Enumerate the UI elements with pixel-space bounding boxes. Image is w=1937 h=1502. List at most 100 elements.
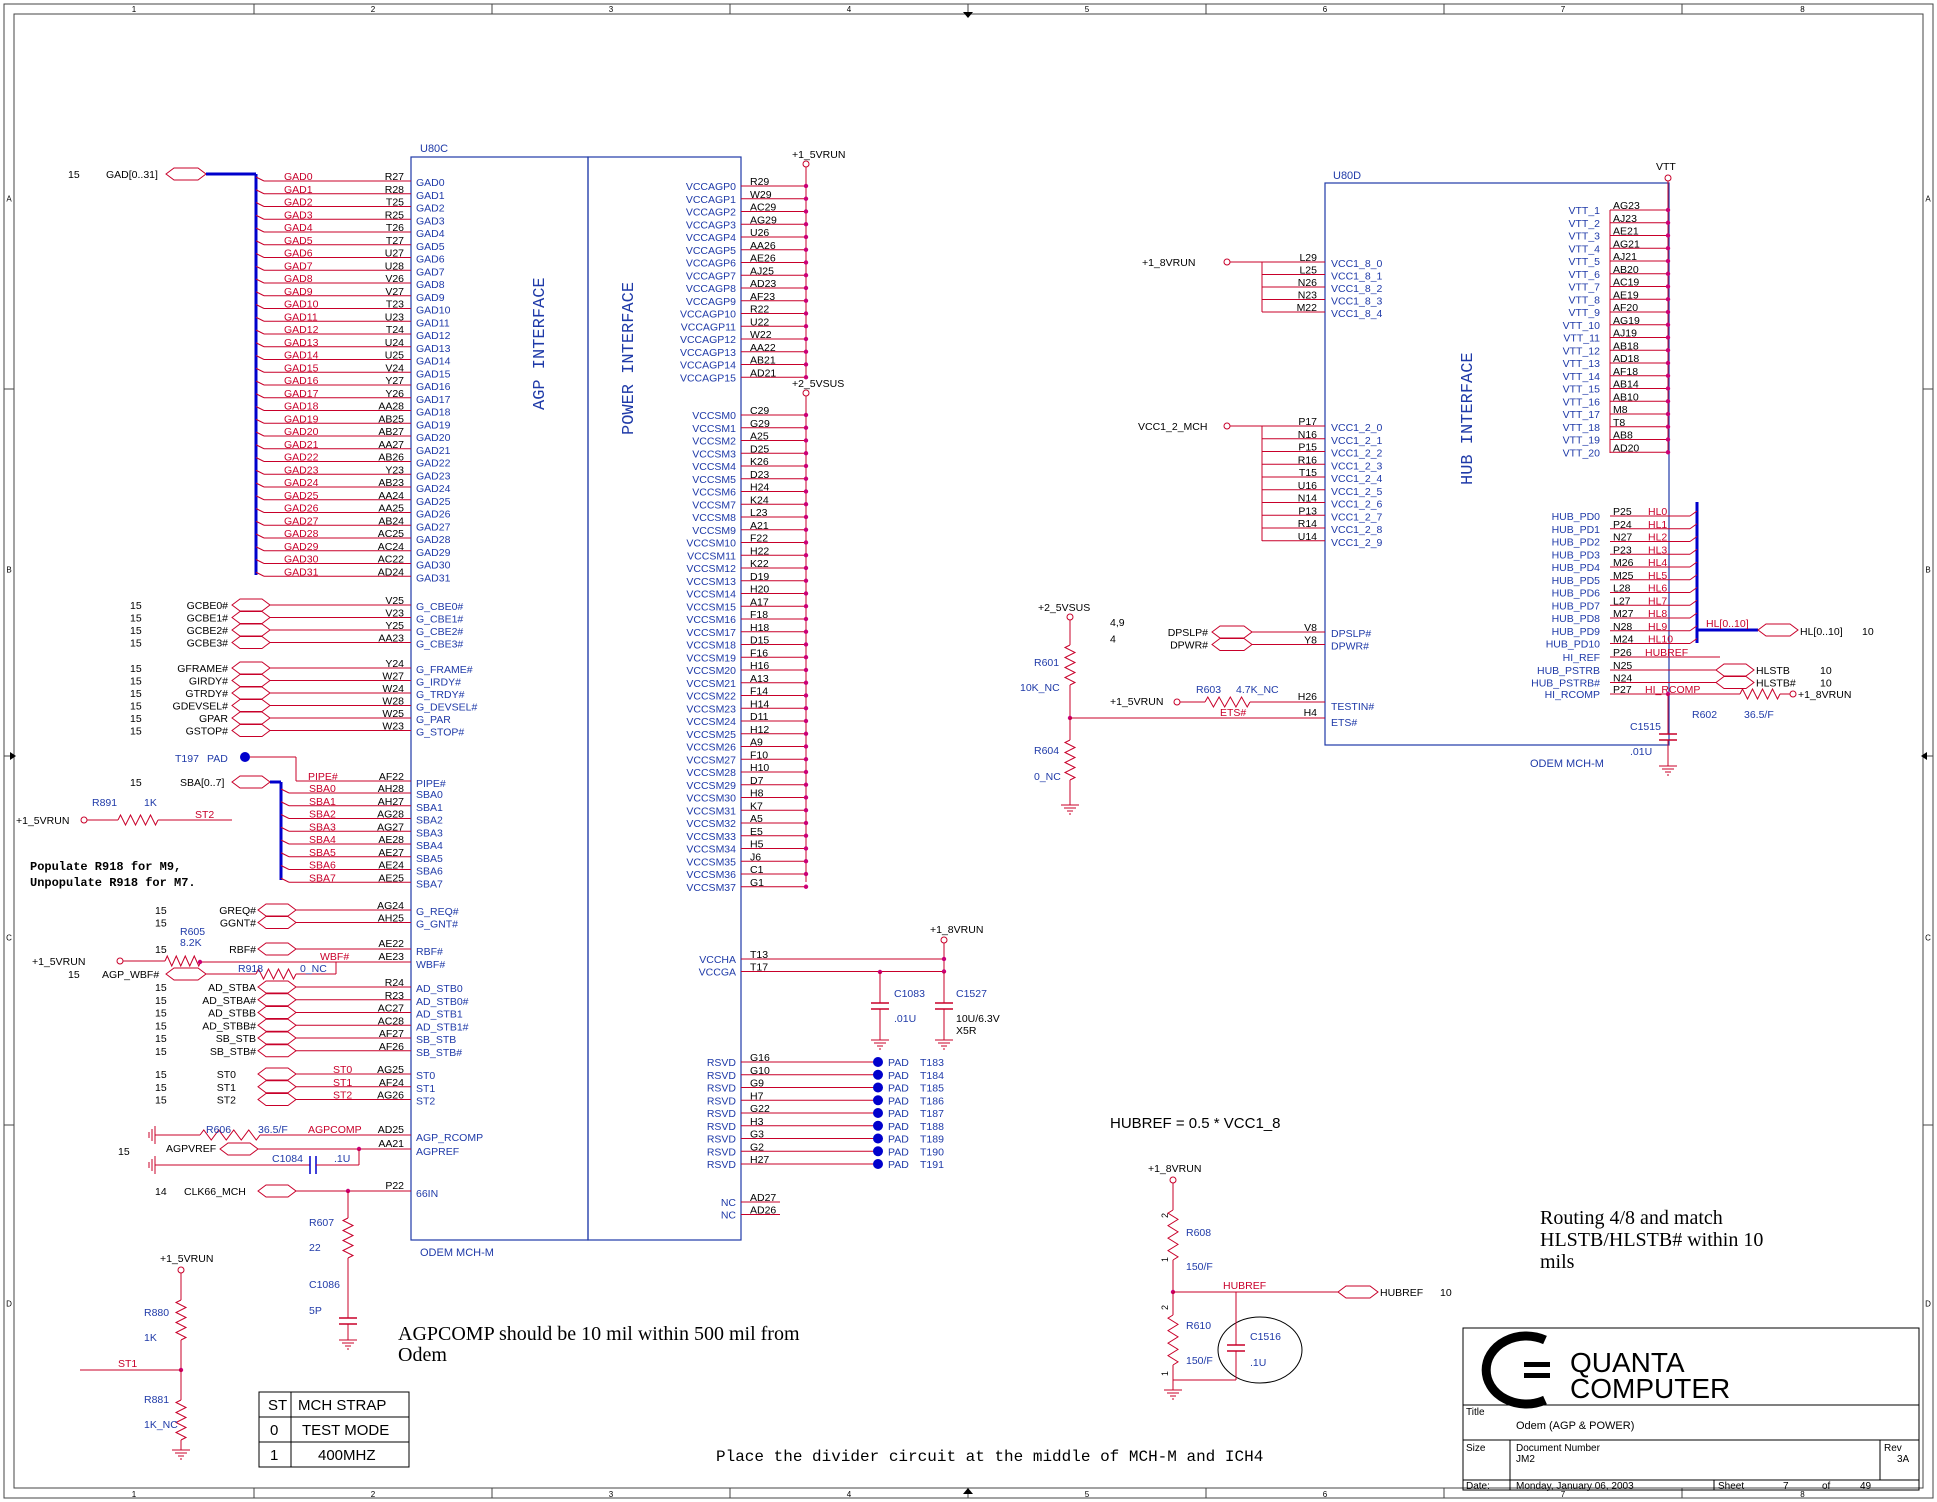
vccsm-pin-29: D7 <box>750 775 764 787</box>
gad-sig-13: GAD13 <box>416 343 451 355</box>
hub-rip-9 <box>1689 625 1698 632</box>
sba-sig-0: SBA0 <box>416 789 443 801</box>
gad-sig-17: GAD17 <box>416 394 451 406</box>
zone-col-bot-8: 8 <box>1800 1490 1805 1499</box>
dpslp-pin-1: Y8 <box>1304 635 1317 647</box>
gad-sig-1: GAD1 <box>416 190 445 202</box>
sba-pin-7: AE25 <box>378 872 404 884</box>
strobe-port-0: AD_STBA <box>208 982 256 994</box>
hubref-formula: HUBREF = 0.5 * VCC1_8 <box>1110 1115 1281 1132</box>
gad-pin-4: T26 <box>386 222 404 234</box>
rsvd-tp-8: T191 <box>920 1159 944 1171</box>
vcc12-sig-9: VCC1_2_9 <box>1331 537 1383 549</box>
hub-interface-title: HUB INTERFACE <box>1459 352 1478 485</box>
zone-col-bot-4: 4 <box>847 1490 852 1499</box>
sba-pin-3: AG27 <box>377 821 404 833</box>
st-sheet-1: 15 <box>155 1082 167 1094</box>
wbf-pin2: AE23 <box>378 951 404 963</box>
strap-row-0-st: 0 <box>270 1422 278 1439</box>
st-port-symbol-1 <box>257 1080 297 1094</box>
gad-bus-rip-14 <box>255 355 265 360</box>
rsvd-padlbl-0: PAD <box>888 1057 909 1069</box>
hiref-sig: HI_REF <box>1563 652 1600 664</box>
vccagp-junction-12 <box>803 336 809 342</box>
vtt-sig-2: VTT_3 <box>1568 231 1600 243</box>
vtt-pin-1: AJ23 <box>1613 213 1637 225</box>
docnum-value: JM2 <box>1516 1454 1535 1465</box>
vcc12-pin-8: R14 <box>1298 518 1317 530</box>
gctl-pin-4: W25 <box>382 708 404 720</box>
hub-net-9: HL9 <box>1648 621 1667 633</box>
vccagp-junction-3 <box>803 222 809 227</box>
vccsm-sig-10: VCCSM10 <box>686 538 736 550</box>
rsvd-pad-5 <box>873 1120 883 1131</box>
vccsm-pin-1: G29 <box>750 418 770 430</box>
gad-bus-rip-21 <box>255 444 265 450</box>
rsvd-pad-8 <box>873 1159 883 1169</box>
vcc18-pin-2: N26 <box>1298 277 1317 289</box>
title-block: QUANTA COMPUTER Title Odem (AGP & POWER)… <box>1462 1327 1920 1492</box>
gad-net-31: GAD31 <box>284 566 319 578</box>
vccsm-pin-34: H5 <box>750 839 764 851</box>
r602-val: 36.5/F <box>1744 709 1774 721</box>
gcbe-sheet-2: 15 <box>130 625 142 637</box>
company-name-2: COMPUTER <box>1570 1373 1730 1404</box>
gad-sig-25: GAD25 <box>416 496 451 508</box>
wbf-junction <box>197 959 203 965</box>
r605-ref: R605 <box>180 926 205 938</box>
gad-sig-21: GAD21 <box>416 445 451 457</box>
pstrb-sig-1: HUB_PSTRB# <box>1531 678 1600 690</box>
vccsm-sig-26: VCCSM26 <box>686 742 736 754</box>
vtt-junction-9 <box>1665 322 1671 327</box>
gad-net-7: GAD7 <box>284 260 313 272</box>
vtt-pin-3: AG21 <box>1613 238 1640 250</box>
note-routing-3: mils <box>1540 1251 1575 1273</box>
center-mark-left <box>10 752 16 760</box>
sba-sig-7: SBA7 <box>416 878 443 890</box>
docnum-label: Document Number <box>1516 1443 1601 1454</box>
r891-val: 1K <box>144 797 157 809</box>
vccsm-sig-31: VCCSM31 <box>686 805 736 817</box>
gad-net-18: GAD18 <box>284 401 319 413</box>
vcc18-rail-ring <box>1223 258 1231 266</box>
vccsm-pin-22: F14 <box>750 686 768 698</box>
vccsm-pin-12: K22 <box>750 558 769 570</box>
dpslp-pin-0: V8 <box>1304 622 1317 634</box>
gad-pin-16: Y27 <box>385 375 404 387</box>
vtt-pin-12: AD18 <box>1613 353 1639 365</box>
strobe-sheet-4: 15 <box>155 1033 167 1045</box>
vccsm-sig-13: VCCSM13 <box>686 576 736 588</box>
vccsm-sig-37: VCCSM37 <box>686 882 736 894</box>
vcc18-sig-2: VCC1_8_2 <box>1331 283 1383 295</box>
vcc12-pin-5: U16 <box>1298 480 1317 492</box>
hub-net-1: HL1 <box>1648 519 1667 531</box>
vccsm-junction-34 <box>803 846 809 851</box>
sba-rip-2 <box>280 814 290 819</box>
vccsm-junction-21 <box>803 680 809 685</box>
vccsm-junction-20 <box>803 667 809 673</box>
rsvd-pad-0 <box>873 1057 883 1067</box>
strobe-port-2: AD_STBB <box>208 1008 256 1020</box>
gcbe-port-1: GCBE1# <box>187 613 229 625</box>
pstrb-port-symbol-1 <box>1715 676 1755 689</box>
st-pin-0: AG25 <box>377 1064 404 1076</box>
vccha-junction-0 <box>941 956 947 962</box>
gad-bus-rip-17 <box>255 393 265 399</box>
hub-pin-6: L28 <box>1613 583 1631 595</box>
u80c-power-body <box>587 156 742 1241</box>
vccsm-sig-17: VCCSM17 <box>686 627 736 639</box>
vccsm-junction-36 <box>803 871 809 877</box>
vccsm-junction-5 <box>803 476 809 481</box>
hub-rip-4 <box>1689 561 1698 568</box>
gad-sig-29: GAD29 <box>416 547 451 559</box>
gad-sig-22: GAD22 <box>416 458 451 470</box>
zone-row-left-D: D <box>6 1300 12 1309</box>
vccsm-junction-2 <box>803 438 809 443</box>
vcc12-pin-2: P15 <box>1298 442 1317 454</box>
vccsm-junction-30 <box>803 795 809 800</box>
gad-bus-rip-25 <box>255 495 265 501</box>
hub-rip-10 <box>1689 638 1698 644</box>
vccha-sig-1: VCCGA <box>699 967 736 979</box>
rsvd-tp-7: T190 <box>920 1146 944 1158</box>
hub-rip-2 <box>1689 536 1698 542</box>
